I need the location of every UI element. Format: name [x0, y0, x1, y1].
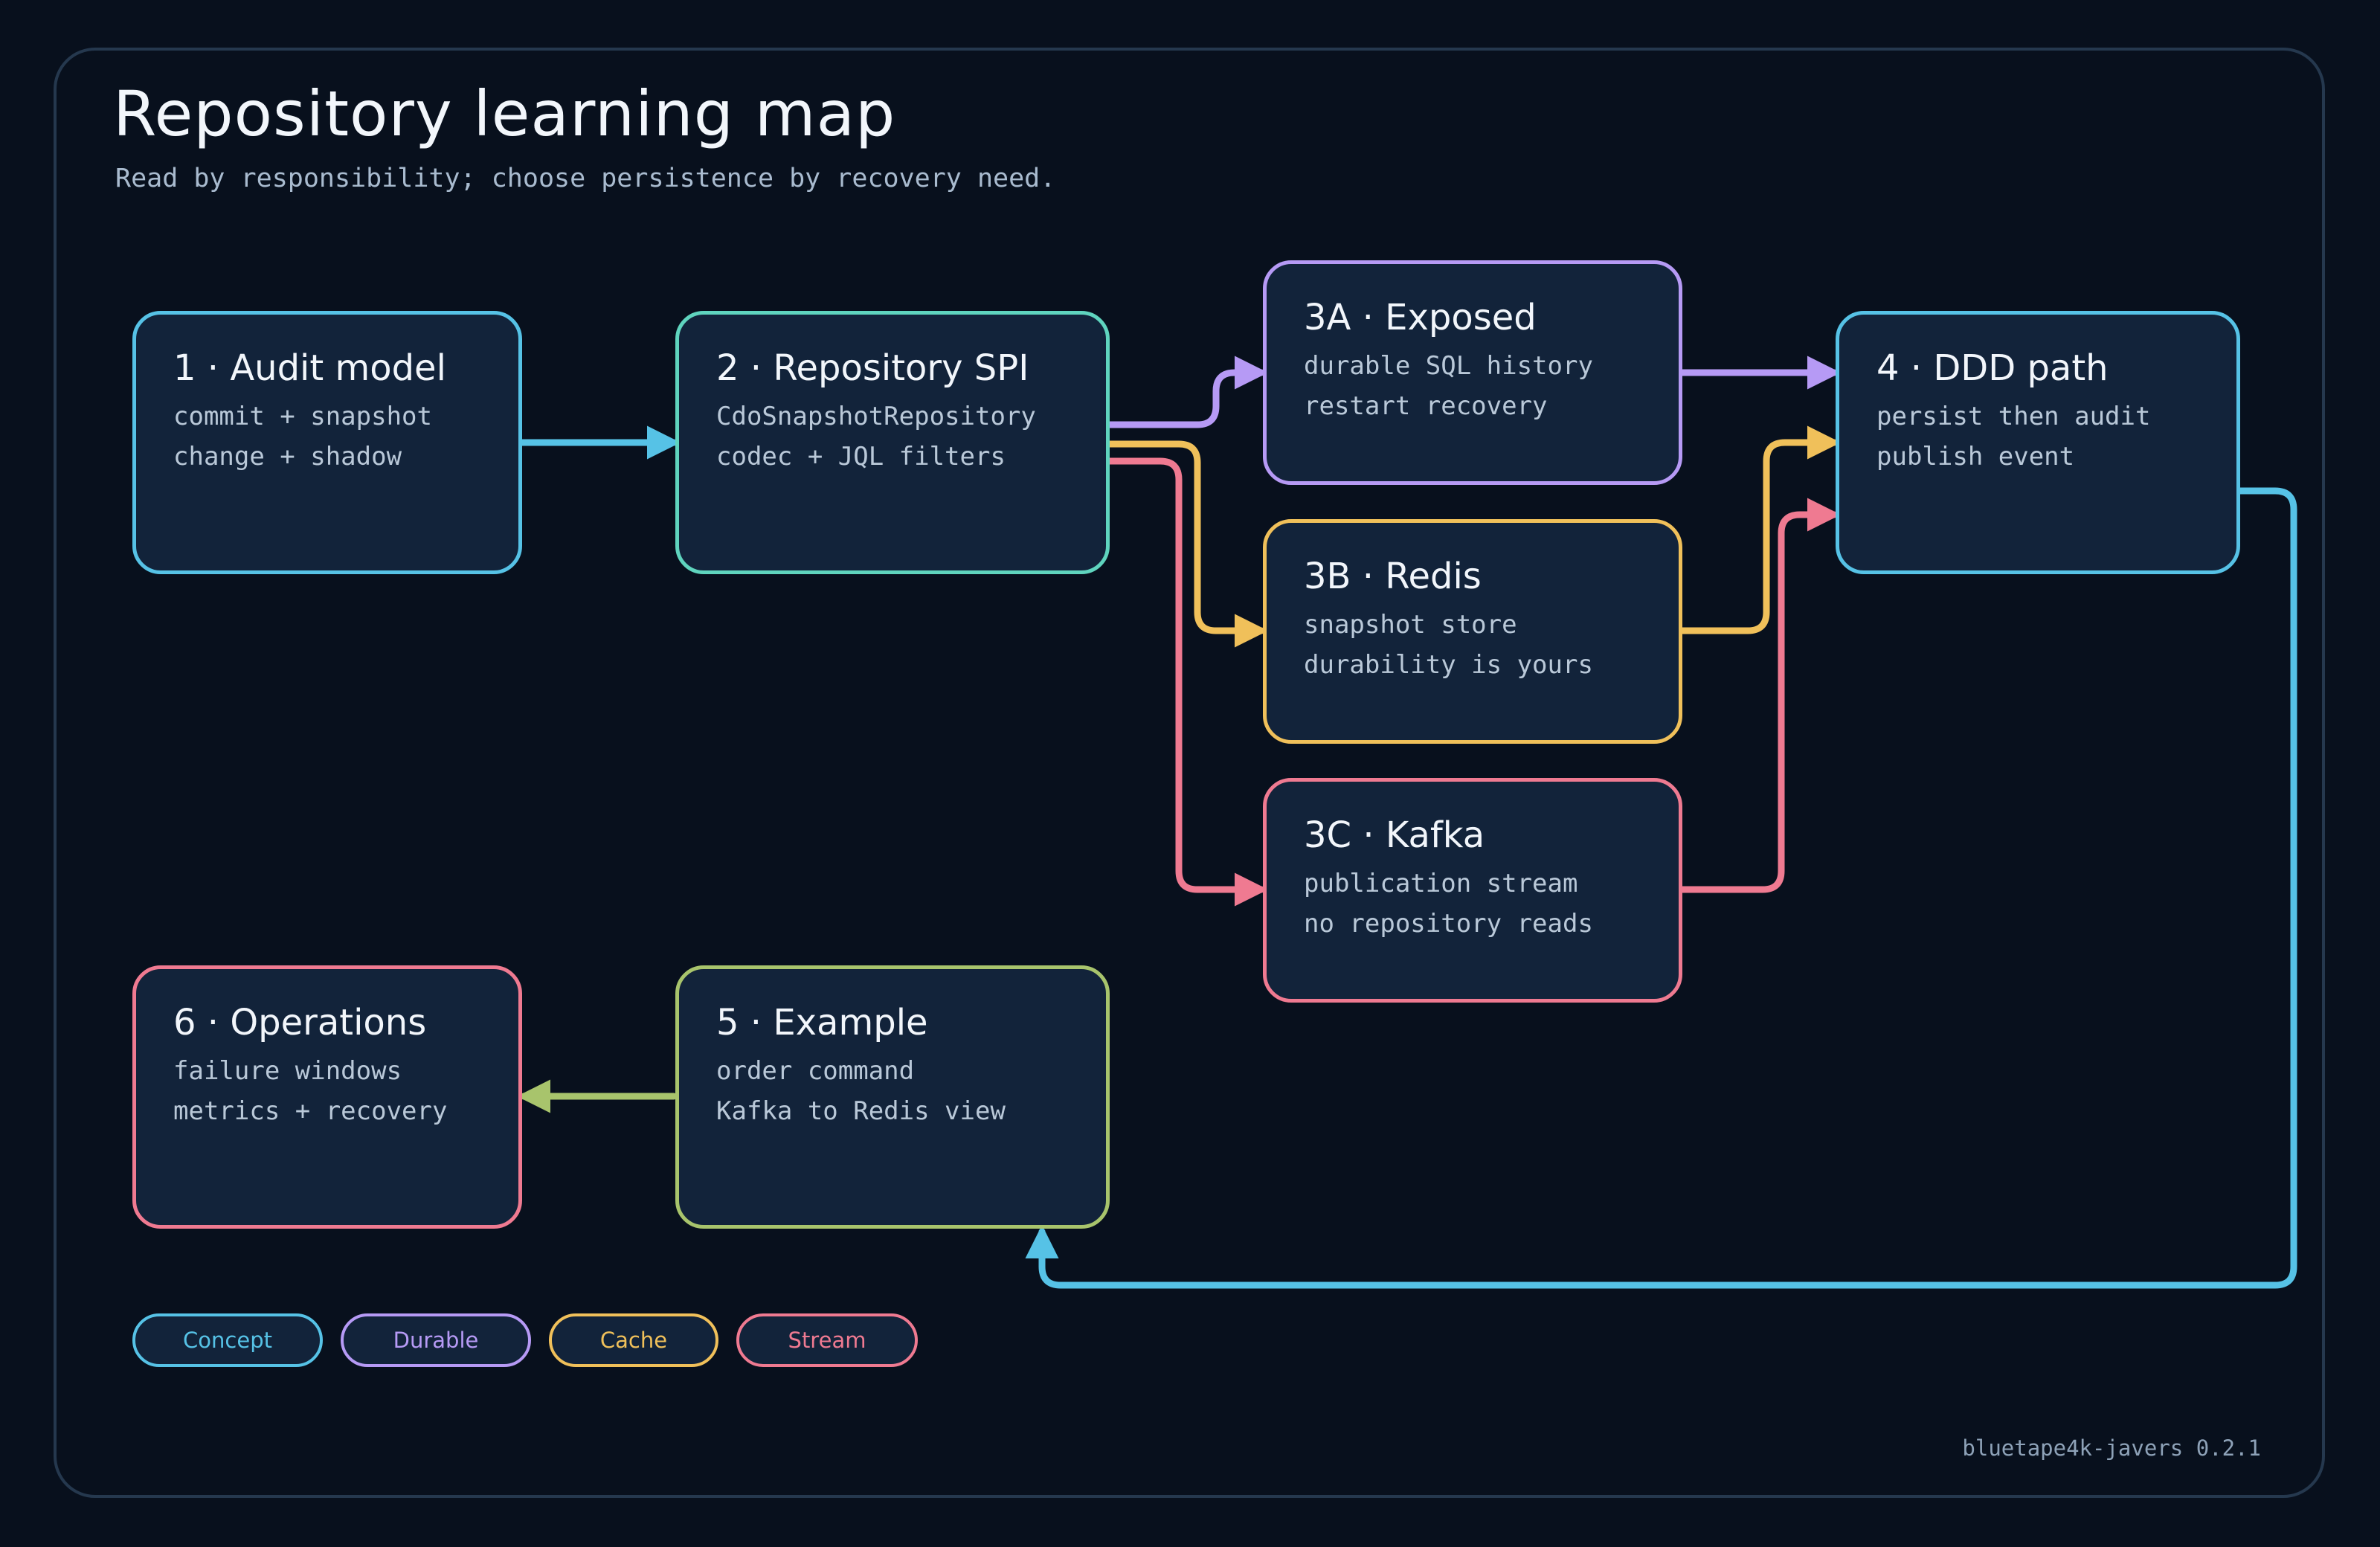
legend-cache: Cache: [549, 1313, 718, 1367]
node-line: restart recovery: [1304, 391, 1548, 421]
diagram-frame: [54, 48, 2325, 1498]
node-title: 6 · Operations: [173, 1002, 427, 1043]
node-line: publish event: [1876, 442, 2075, 472]
node-title: 3B · Redis: [1304, 556, 1482, 597]
node-title: 2 · Repository SPI: [716, 347, 1029, 389]
edge-spi-to-exposed: [1104, 356, 1268, 428]
node-example[interactable]: 5 · Example order command Kafka to Redis…: [675, 965, 1110, 1229]
node-line: snapshot store: [1304, 610, 1517, 640]
node-title: 1 · Audit model: [173, 347, 446, 389]
page-title: Repository learning map: [113, 77, 896, 150]
node-title: 5 · Example: [716, 1002, 928, 1043]
node-line: commit + snapshot: [173, 402, 432, 431]
node-exposed[interactable]: 3A · Exposed durable SQL history restart…: [1263, 260, 1682, 485]
node-audit-model[interactable]: 1 · Audit model commit + snapshot change…: [132, 311, 522, 574]
node-line: change + shadow: [173, 442, 402, 472]
node-operations[interactable]: 6 · Operations failure windows metrics +…: [132, 965, 522, 1229]
node-line: persist then audit: [1876, 402, 2151, 431]
node-redis[interactable]: 3B · Redis snapshot store durability is …: [1263, 519, 1682, 744]
node-line: metrics + recovery: [173, 1096, 448, 1126]
legend-stream: Stream: [736, 1313, 918, 1367]
page-subtitle: Read by responsibility; choose persisten…: [115, 164, 1056, 193]
node-line: publication stream: [1304, 869, 1578, 898]
node-title: 3C · Kafka: [1304, 814, 1485, 856]
legend-durable: Durable: [341, 1313, 531, 1367]
node-line: order command: [716, 1056, 915, 1086]
edge-spi-to-kafka: [1104, 457, 1268, 907]
node-title: 4 · DDD path: [1876, 347, 2109, 389]
edge-ddd-to-example: [1025, 487, 2297, 1289]
edge-kafka-to-ddd: [1677, 498, 1841, 893]
edge-redis-to-ddd: [1677, 425, 1841, 634]
node-line: codec + JQL filters: [716, 442, 1006, 472]
node-kafka[interactable]: 3C · Kafka publication stream no reposit…: [1263, 778, 1682, 1003]
legend-concept: Concept: [132, 1313, 323, 1367]
node-line: durable SQL history: [1304, 351, 1593, 381]
node-line: Kafka to Redis view: [716, 1096, 1006, 1126]
node-line: no repository reads: [1304, 909, 1593, 939]
node-line: failure windows: [173, 1056, 402, 1086]
edge-spi-to-redis: [1104, 440, 1268, 648]
node-title: 3A · Exposed: [1304, 297, 1537, 338]
node-ddd-path[interactable]: 4 · DDD path persist then audit publish …: [1836, 311, 2240, 574]
node-repository-spi[interactable]: 2 · Repository SPI CdoSnapshotRepository…: [675, 311, 1110, 574]
version-footer: bluetape4k-javers 0.2.1: [1962, 1435, 2261, 1461]
node-line: CdoSnapshotRepository: [716, 402, 1036, 431]
node-line: durability is yours: [1304, 650, 1593, 680]
